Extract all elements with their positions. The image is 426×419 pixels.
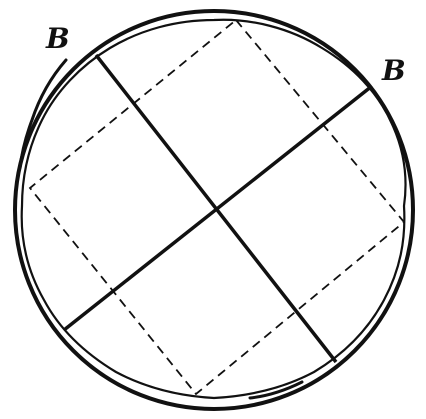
inner-wavy-outline bbox=[20, 18, 407, 400]
diameter-line-2 bbox=[62, 84, 374, 332]
label-b-right: B bbox=[381, 54, 406, 87]
label-b-left: B bbox=[45, 22, 70, 55]
rough-edge-bottom bbox=[248, 380, 304, 400]
rough-edge-left bbox=[18, 58, 68, 170]
dashed-square bbox=[28, 18, 406, 396]
outer-circle bbox=[13, 9, 415, 411]
